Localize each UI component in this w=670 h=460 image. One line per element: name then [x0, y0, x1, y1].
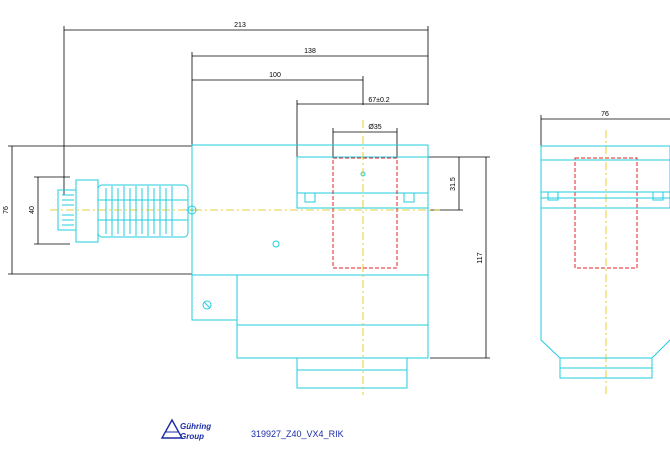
logo-line2: Group: [180, 432, 204, 441]
title-block: Gühring Group 319927_Z40_VX4_RIK: [160, 418, 344, 441]
dimension-lines: [8, 26, 670, 359]
side-view: [57, 144, 429, 389]
dim-31-5: 31.5: [450, 177, 457, 191]
dim-35: Ø35: [368, 124, 381, 131]
dimension-labels: 213 138 100 67±0.2 Ø35 76 40 31.5 117 76: [3, 22, 609, 264]
dim-67: 67±0.2: [368, 97, 389, 104]
logo-line1: Gühring: [180, 422, 211, 431]
hidden-lines: [332, 157, 638, 269]
dim-138: 138: [304, 48, 316, 55]
dim-213: 213: [234, 22, 246, 29]
dim-117: 117: [477, 252, 484, 263]
drawing-code: 319927_Z40_VX4_RIK: [251, 429, 344, 439]
front-view: [540, 145, 670, 379]
centerlines: [50, 120, 607, 395]
dim-76-top: 76: [601, 111, 609, 118]
dim-76-left: 76: [3, 206, 10, 214]
dim-100: 100: [269, 72, 281, 79]
dim-40: 40: [29, 206, 36, 214]
guhring-logo: Gühring Group: [160, 418, 211, 441]
